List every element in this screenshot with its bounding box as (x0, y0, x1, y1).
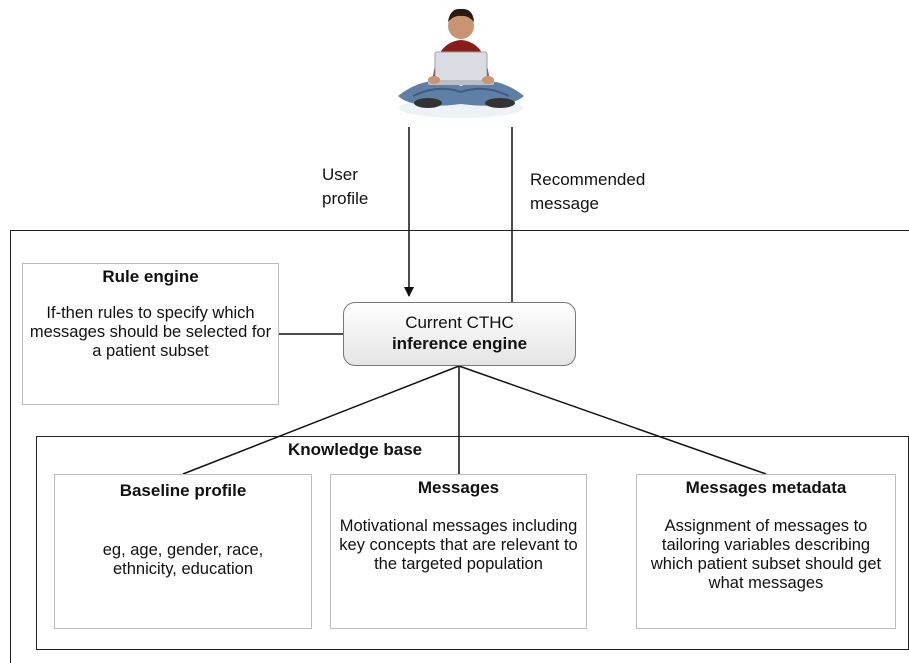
rule-engine-title: Rule engine (102, 267, 199, 286)
inference-engine-box: Current CTHC inference engine (343, 302, 576, 366)
engine-to-metadata-line (458, 365, 767, 475)
baseline-profile-box: Baseline profile eg, age, gender, race, … (54, 474, 312, 629)
recommended-message-label: Recommended message (530, 170, 646, 213)
engine-line-1: Current CTHC (405, 313, 514, 332)
baseline-profile-title: Baseline profile (119, 481, 247, 500)
messages-text: Motivational messages including key conc… (339, 517, 578, 573)
messages-metadata-title: Messages metadata (685, 478, 847, 497)
baseline-profile-text: eg, age, gender, race, ethnicity, educat… (102, 541, 264, 578)
messages-box: Messages Motivational messages including… (330, 474, 587, 629)
knowledge-base-title: Knowledge base (288, 440, 423, 460)
messages-metadata-box: Messages metadata Assignment of messages… (636, 474, 896, 629)
engine-line-2: inference engine (391, 334, 528, 353)
user-profile-label: User profile (322, 165, 369, 208)
messages-title: Messages (417, 478, 500, 497)
rule-engine-box: Rule engine If-then rules to specify whi… (22, 263, 279, 405)
system-frame (10, 230, 909, 663)
engine-to-baseline-line (182, 365, 460, 475)
messages-metadata-text: Assignment of messages to tailoring vari… (650, 517, 882, 592)
rule-engine-text: If-then rules to specify which messages … (29, 304, 272, 360)
person-with-laptop-icon (398, 8, 524, 118)
